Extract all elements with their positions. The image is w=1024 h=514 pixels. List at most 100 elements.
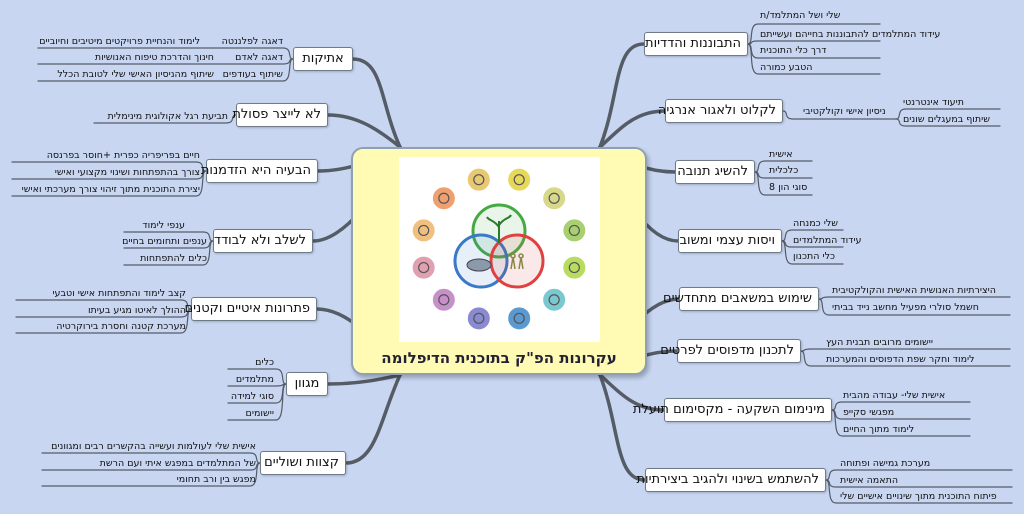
cycle-icon [430, 286, 457, 313]
sub-line-edges-2 [41, 462, 261, 487]
tap-icon [506, 305, 533, 332]
topic-self-regulation[interactable]: ויסות עצמי ומשוב [678, 229, 782, 253]
branch-right-7 [598, 373, 647, 482]
sub-observe-3[interactable]: דרך כלי התוכנית [760, 45, 827, 56]
bottle-icon [561, 217, 588, 244]
sub-line-integrate-2 [123, 240, 214, 266]
sub-min-2[interactable]: מפגשי סקייפ [843, 407, 895, 418]
sub-yield-3[interactable]: סוגי הון 8 [769, 182, 808, 193]
sub-diversity-1[interactable]: כלים [255, 357, 274, 368]
sub-ethics-a3[interactable]: שיתוף בעודפים [222, 69, 283, 80]
sub-min-3[interactable]: לימוד מתוך החיים [843, 424, 915, 435]
sub-line-renew-0 [818, 296, 1011, 300]
sub-yield-1[interactable]: אישית [769, 149, 793, 160]
sub-min-1[interactable]: אישית שלי- עבודה מהבית [843, 390, 946, 401]
sub-edges-1[interactable]: אישית שלי לעולמות ועשייה בהקשרים רבים ומ… [51, 441, 256, 452]
hand-icon [465, 305, 492, 332]
sub-ethics-a2[interactable]: דאגה לאדם [235, 52, 283, 63]
sub-problem-2[interactable]: צורך בהתפתחות ושינוי מקצועי ואישי [54, 167, 200, 178]
sub-energy-mid[interactable]: ניסיון אישי וקולקטיבי [803, 106, 886, 117]
central-image [399, 157, 600, 342]
red-circle [489, 233, 545, 289]
sub-nowaste-1[interactable]: תביעת רגל אקולוגית מינימלית [107, 111, 228, 122]
sub-diversity-2[interactable]: מתלמדים [235, 374, 274, 385]
sub-observe-4[interactable]: הטבע כמורה [760, 62, 813, 73]
topic-min-effort[interactable]: מינימום השקעה - מקסימום תועלת [633, 398, 832, 422]
sub-diversity-3[interactable]: סוגי למידה [230, 391, 274, 402]
topic-energy[interactable]: לקלוט ולאגור אנרגיה [658, 99, 783, 123]
sub-ethics-b3[interactable]: שיתוף מהניסיון האישי שלי לטובת הכלל [57, 69, 214, 80]
wave-icon [465, 166, 492, 193]
sub-integrate-1[interactable]: ענפי לימוד [142, 220, 185, 231]
branch-left-5 [326, 373, 402, 386]
sub-line-problem-2 [11, 170, 207, 197]
sub-line-ethics-2 [37, 58, 294, 82]
topic-edges[interactable]: קצוות ושוליים [260, 451, 346, 475]
sub-yield-2[interactable]: כלכלית [769, 165, 799, 176]
sub-selfreg-2[interactable]: עידוד המתלמדים [793, 235, 862, 246]
sub-line-energy-1 [895, 118, 1001, 127]
sub-problem-3[interactable]: יצירת התוכנית מתוך זיהוי צורך מערכתי ואי… [21, 184, 200, 195]
sub-ethics-b1[interactable]: לימוד והנחיית פרויקטים מיטיבים וחיוביים [39, 36, 200, 47]
topic-diversity[interactable]: מגוון [286, 372, 328, 396]
branch-left-1 [326, 113, 402, 149]
snail-icon [410, 217, 437, 244]
sub-selfreg-1[interactable]: שלי כמנחה [793, 218, 838, 229]
people-icon [510, 253, 524, 270]
sub-pattern-1[interactable]: יישומים מרובים תבנית העץ [826, 337, 934, 348]
sub-observe-2[interactable]: עידוד המתלמדים להתבוננות בחייהם ועשייתם [760, 29, 941, 40]
topic-integrate[interactable]: לשלב ולא לבודד [213, 229, 313, 253]
sub-line-slow-2 [15, 308, 192, 334]
topic-patterns[interactable]: לתכנון מדפוסים לפרטים [660, 339, 801, 363]
sub-line-energy-mid-0 [782, 110, 897, 120]
globe-icon [541, 286, 568, 313]
sub-change-2[interactable]: התאמה אישית [840, 475, 899, 486]
sub-slow-3[interactable]: מערכת קטנה וחסרת בירוקרטיה [56, 321, 186, 332]
sub-line-observe-1 [747, 40, 881, 45]
sub-line-diversity-3 [227, 383, 287, 421]
sub-pattern-2[interactable]: לימוד וחקר שפת הדפוסים והמערכות [826, 354, 975, 365]
sub-renew-1[interactable]: היצירתיות האנושית האישית והקולקטיבית [832, 285, 996, 296]
sub-diversity-4[interactable]: יישומים [245, 408, 274, 419]
sub-problem-1[interactable]: חיים בפריפריה כפרית +חוסר בפרנסה [46, 150, 200, 161]
sub-renew-2[interactable]: חשמל סולרי מפעיל מחשב נייד בביתי [832, 302, 979, 313]
central-topic-title: עקרונות הפ"ק בתוכנית הדיפלומה [381, 349, 617, 367]
sub-observe-1[interactable]: שלי ושל המתלמד/ת [760, 10, 841, 21]
sub-selfreg-3[interactable]: כלי התכנון [793, 251, 836, 262]
plant-icon [561, 254, 588, 281]
topic-problem-solution[interactable]: הבעיה היא הזדמנות [201, 159, 318, 183]
topic-slow-small[interactable]: פתרונות איטיים וקטנים [185, 297, 317, 321]
sprout-icon [486, 214, 512, 243]
sub-line-renew-1 [818, 298, 1011, 316]
central-topic[interactable]: עקרונות הפ"ק בתוכנית הדיפלומה [351, 147, 647, 375]
sub-slow-2[interactable]: ההולך לאיטו מגיע בעיתו [87, 305, 186, 316]
sub-edges-2[interactable]: של המתלמדים במפגש איתי ועם הרשת [99, 458, 256, 469]
sub-line-nowaste-0 [93, 114, 237, 124]
topic-no-waste[interactable]: לא לייצר פסולת [232, 103, 328, 127]
sub-change-3[interactable]: פיתוח התוכנית מתוך שינויים אישיים שלי [840, 491, 997, 502]
branch-left-0 [351, 57, 402, 149]
sub-energy-1[interactable]: תיעוד אינטרנטי [903, 97, 964, 108]
stone-icon [466, 258, 492, 272]
sub-energy-2[interactable]: שיתוף במעגלים שונים [903, 114, 990, 125]
sub-change-1[interactable]: מערכת גמישה ופתוחה [840, 458, 931, 469]
tree-icon [541, 185, 568, 212]
branch-right-6 [598, 373, 666, 412]
topic-ethics[interactable]: אתיקות [293, 47, 353, 71]
sub-ethics-b2[interactable]: חינוך והדרכת טיפוח האנושיות [94, 52, 214, 63]
sub-integrate-3[interactable]: כלים להתפתחות [140, 253, 207, 264]
sub-line-min-2 [831, 409, 971, 437]
sub-slow-1[interactable]: קצב לימוד והתפתחות אישי וטבעי [52, 288, 186, 299]
sub-edges-3[interactable]: מפגש בין ורב תחומי [176, 474, 256, 485]
topic-change[interactable]: להשתמש בשינוי ולהגיב ביצירתיות [637, 468, 826, 492]
sub-line-yield-2 [754, 171, 813, 196]
branch-right-1 [598, 109, 667, 149]
topic-renewables[interactable]: שימוש במשאבים מתחדשים [663, 287, 819, 311]
sub-integrate-2[interactable]: ענפים ותחומים בחיים [122, 236, 207, 247]
topic-yield[interactable]: להשיג תנובה [675, 160, 755, 184]
sub-line-pattern-1 [800, 350, 1011, 367]
topic-observe[interactable]: התבוננות והדדיות [644, 32, 748, 56]
sub-line-change-2 [825, 479, 1013, 504]
sub-ethics-a1[interactable]: דאגה לפלננטה [221, 36, 283, 47]
